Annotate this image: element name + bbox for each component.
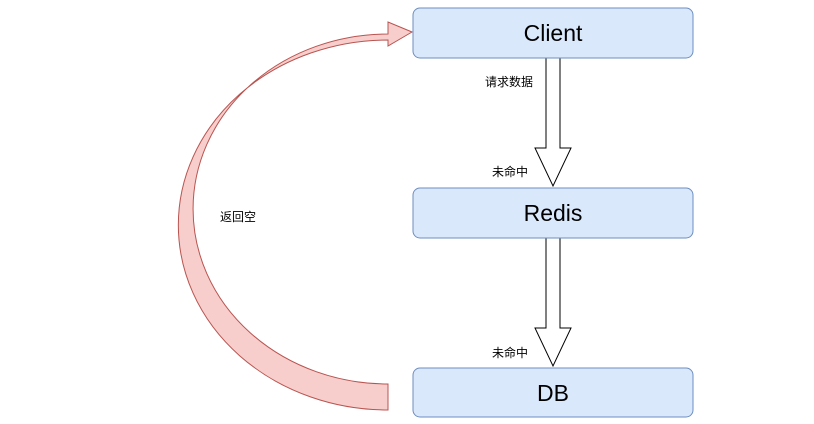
client-node: Client <box>412 7 694 59</box>
request-data-label: 请求数据 <box>485 74 533 89</box>
return-empty-label: 返回空 <box>220 210 256 224</box>
redis-node-label: Redis <box>524 200 583 226</box>
redis-to-db-arrow <box>534 237 572 368</box>
client-to-redis-arrow <box>534 57 572 188</box>
redis-node: Redis <box>412 187 694 239</box>
db-node: DB <box>412 367 694 418</box>
db-node-label: DB <box>537 380 569 406</box>
client-node-label: Client <box>524 20 583 46</box>
db-miss-label: 未命中 <box>492 345 528 360</box>
return-empty-arrow <box>177 21 414 411</box>
redis-miss-label: 未命中 <box>492 164 528 179</box>
